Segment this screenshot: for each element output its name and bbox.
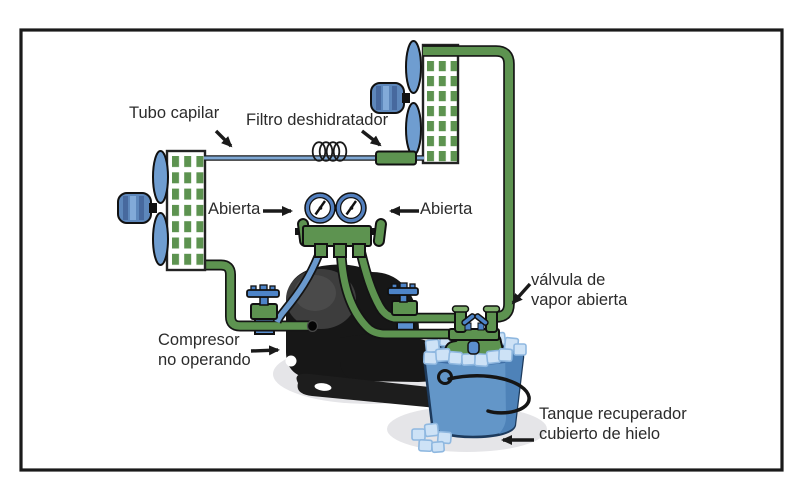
- compressor-inlet-port: [306, 320, 319, 333]
- center-hose: [337, 248, 452, 338]
- compresor-label: Compresor no operando: [158, 331, 251, 370]
- filtro-deshidratador-label: Filtro deshidratador: [246, 111, 388, 131]
- condenser-outlet-pipe: [423, 45, 515, 323]
- valvula-vapor-line1: válvula de: [531, 271, 606, 289]
- high-side-hose: [356, 248, 463, 322]
- discharge-service-valve: [387, 282, 419, 316]
- valvula-vapor-label: válvula de vapor abierta: [531, 271, 627, 310]
- filter-drier: [375, 150, 417, 166]
- abierta-right-text: Abierta: [420, 200, 473, 218]
- manifold-gauge-set: [295, 192, 387, 258]
- tank-valve-lever-right: [474, 313, 489, 326]
- low-pressure-gauge: [304, 192, 336, 224]
- tubo-capilar-label: Tubo capilar: [129, 104, 219, 124]
- condenser-coil: [421, 43, 460, 165]
- suction-service-valve: [246, 284, 280, 320]
- low-side-hose: [274, 248, 324, 324]
- high-pressure-gauge: [335, 192, 367, 224]
- tank-vapor-valve: [448, 305, 501, 355]
- tanque-label: Tanque recuperador cubierto de hielo: [539, 405, 687, 444]
- abierta-left-label: Abierta: [208, 200, 260, 220]
- annotation-arrows: [214, 129, 534, 445]
- abierta-left-text: Abierta: [208, 200, 261, 218]
- tank-valve-lever-left: [461, 313, 476, 326]
- ice-cubes-ground: [411, 422, 453, 454]
- tank-handle: [437, 369, 531, 415]
- filtro-arrow: [360, 129, 382, 147]
- valve-wheel-icon: [246, 289, 280, 298]
- abierta-right-label: Abierta: [420, 200, 472, 220]
- compresor-line1: Compresor: [158, 331, 240, 349]
- compresor-arrow: [250, 345, 280, 356]
- manifold-hoses: [272, 247, 463, 340]
- compresor-line2: no operando: [158, 350, 251, 369]
- filtro-deshidratador-text: Filtro deshidratador: [246, 111, 389, 129]
- tanque-line1: Tanque recuperador: [539, 405, 687, 423]
- manifold-handle-right: [372, 218, 387, 247]
- evaporator-coil: [165, 149, 207, 272]
- valvula-vapor-arrow: [511, 282, 532, 305]
- valve-wheel-icon: [387, 287, 419, 296]
- valvula-vapor-line2: vapor abierta: [531, 290, 628, 309]
- tubo-capilar-arrow: [214, 129, 233, 148]
- capillary-coil: [311, 141, 348, 162]
- tubo-capilar-text: Tubo capilar: [129, 104, 220, 122]
- evaporator-outlet-pipe: [198, 259, 319, 333]
- ice-cubes-rim-front: [422, 347, 514, 368]
- tanque-line2: cubierto de hielo: [539, 424, 661, 443]
